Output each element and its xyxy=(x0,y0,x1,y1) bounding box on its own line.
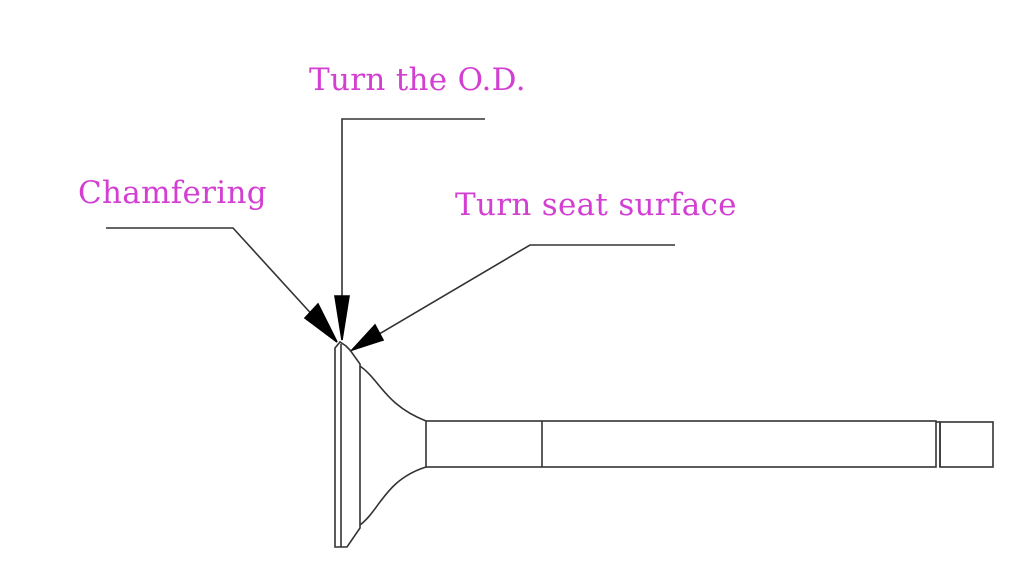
chamfering-leader xyxy=(106,227,338,343)
turn-od-leader xyxy=(341,118,485,340)
turn-seat-leader xyxy=(351,244,675,351)
chamfering-arrowhead xyxy=(303,302,338,343)
turn-od-arrowhead xyxy=(334,295,350,341)
chamfering-label: Chamfering xyxy=(78,175,267,211)
turn-seat-label: Turn seat surface xyxy=(455,187,737,223)
turn-seat-arrowhead xyxy=(349,323,385,352)
turn-od-label: Turn the O.D. xyxy=(309,62,526,98)
valve-head xyxy=(334,340,427,548)
stem-tip xyxy=(939,421,994,468)
valve-stem xyxy=(425,420,937,468)
